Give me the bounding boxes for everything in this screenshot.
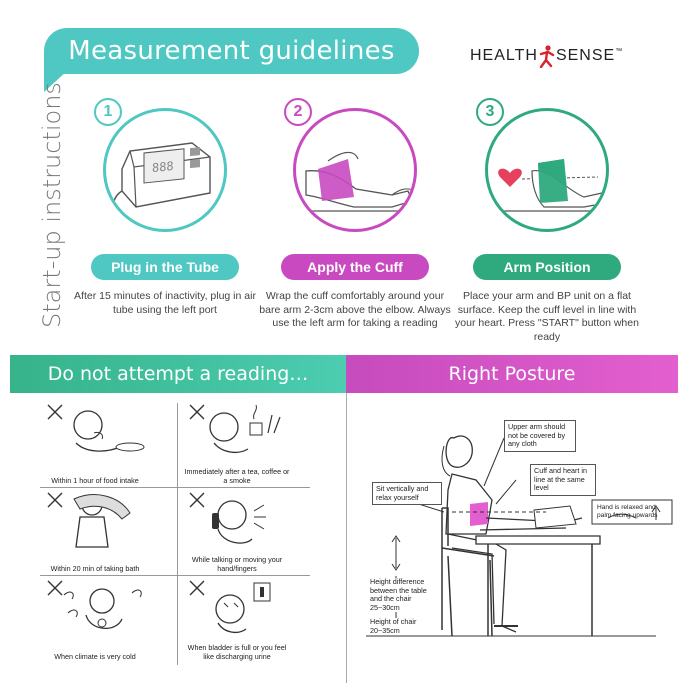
donot-caption: Within 20 min of taking bath [50,563,140,573]
page-title: Measurement guidelines [44,28,419,74]
running-figure-icon [539,45,555,68]
step-1-illustration: 888 [103,108,227,232]
step-2-illustration [293,108,417,232]
note-hand: Hand is relaxed and palm facing upwards [597,504,658,519]
step-1: 888 1 Plug in the Tube After 15 minutes … [74,98,256,316]
donot-item-food: Within 1 hour of food intake [40,403,170,487]
note-chair-height: Height of chair 20~35cm [370,617,440,636]
step-1-description: After 15 minutes of inactivity, plug in … [74,290,256,316]
bp-monitor-icon: 888 [112,142,211,224]
eating-person-icon [73,410,145,452]
brand-text-left: HEALTH [470,47,538,64]
donot-caption: While talking or moving your hand/finger… [191,555,283,573]
step-2-number: 2 [284,98,312,126]
step-3-number: 3 [476,98,504,126]
note-sit: Sit vertically and relax yourself [372,482,442,506]
cross-icon [47,580,63,596]
donot-caption: When bladder is full or you feel like di… [187,643,287,661]
brand-logo: HEALTH SENSE ™ [470,44,623,68]
cross-icon [189,580,205,596]
phone-talking-person-icon [212,500,266,544]
brand-text-right: SENSE [555,47,616,64]
donot-grid: Within 1 hour of food intake Immediately… [40,403,310,665]
step-1-label: Plug in the Tube [91,254,239,280]
svg-text:888: 888 [152,159,174,175]
step-3: 3 Arm Position Place your arm and BP uni… [455,98,639,343]
bladder-person-icon [215,582,271,634]
donot-item-tea: Immediately after a tea, coffee or a smo… [182,403,312,487]
step-3-label: Arm Position [473,254,621,280]
note-upper-arm: Upper arm should not be covered by any c… [504,420,576,452]
seated-posture-diagram [366,435,673,637]
bath-towel-person-icon [73,494,131,548]
heart-icon [498,168,522,187]
grid-divider-horizontal [40,575,310,576]
donot-caption: Within 1 hour of food intake [51,475,139,485]
cross-icon [47,404,63,420]
cross-icon [189,404,205,420]
note-height-diff: Height difference between the table and … [370,577,440,613]
step-3-description: Place your arm and BP unit on a flat sur… [455,290,639,343]
step-2: 2 Apply the Cuff Wrap the cuff comfortab… [259,98,451,329]
grid-divider-vertical [177,403,178,665]
posture-illustration: Upper arm should not be covered by any c… [356,400,676,690]
donot-item-talking: While talking or moving your hand/finger… [182,491,312,575]
donot-item-cold: When climate is very cold [40,579,170,663]
arm-cuff-icon [296,151,414,212]
step-2-description: Wrap the cuff comfortably around your ba… [259,290,451,329]
cross-icon [47,492,63,508]
step-1-number: 1 [94,98,122,126]
donot-item-bladder: When bladder is full or you feel like di… [182,579,312,663]
donot-item-bath: Within 20 min of taking bath [40,491,170,575]
donot-caption: Immediately after a tea, coffee or a smo… [184,467,290,485]
donot-caption: When climate is very cold [54,651,136,661]
tea-smoke-person-icon [209,404,281,454]
posture-header: Right Posture [346,355,678,393]
grid-divider-horizontal [40,487,310,488]
cross-icon [189,492,205,508]
step-2-label: Apply the Cuff [281,254,429,280]
arm-position-icon [488,159,606,212]
side-label: Start-up instructions [38,82,66,328]
note-cuff-heart: Cuff and heart in line at the same level [530,464,596,496]
step-3-illustration [485,108,609,232]
panel-divider [346,393,347,683]
trademark: ™ [615,47,624,55]
donot-header: Do not attempt a reading… [10,355,346,393]
cold-person-icon [63,588,142,629]
